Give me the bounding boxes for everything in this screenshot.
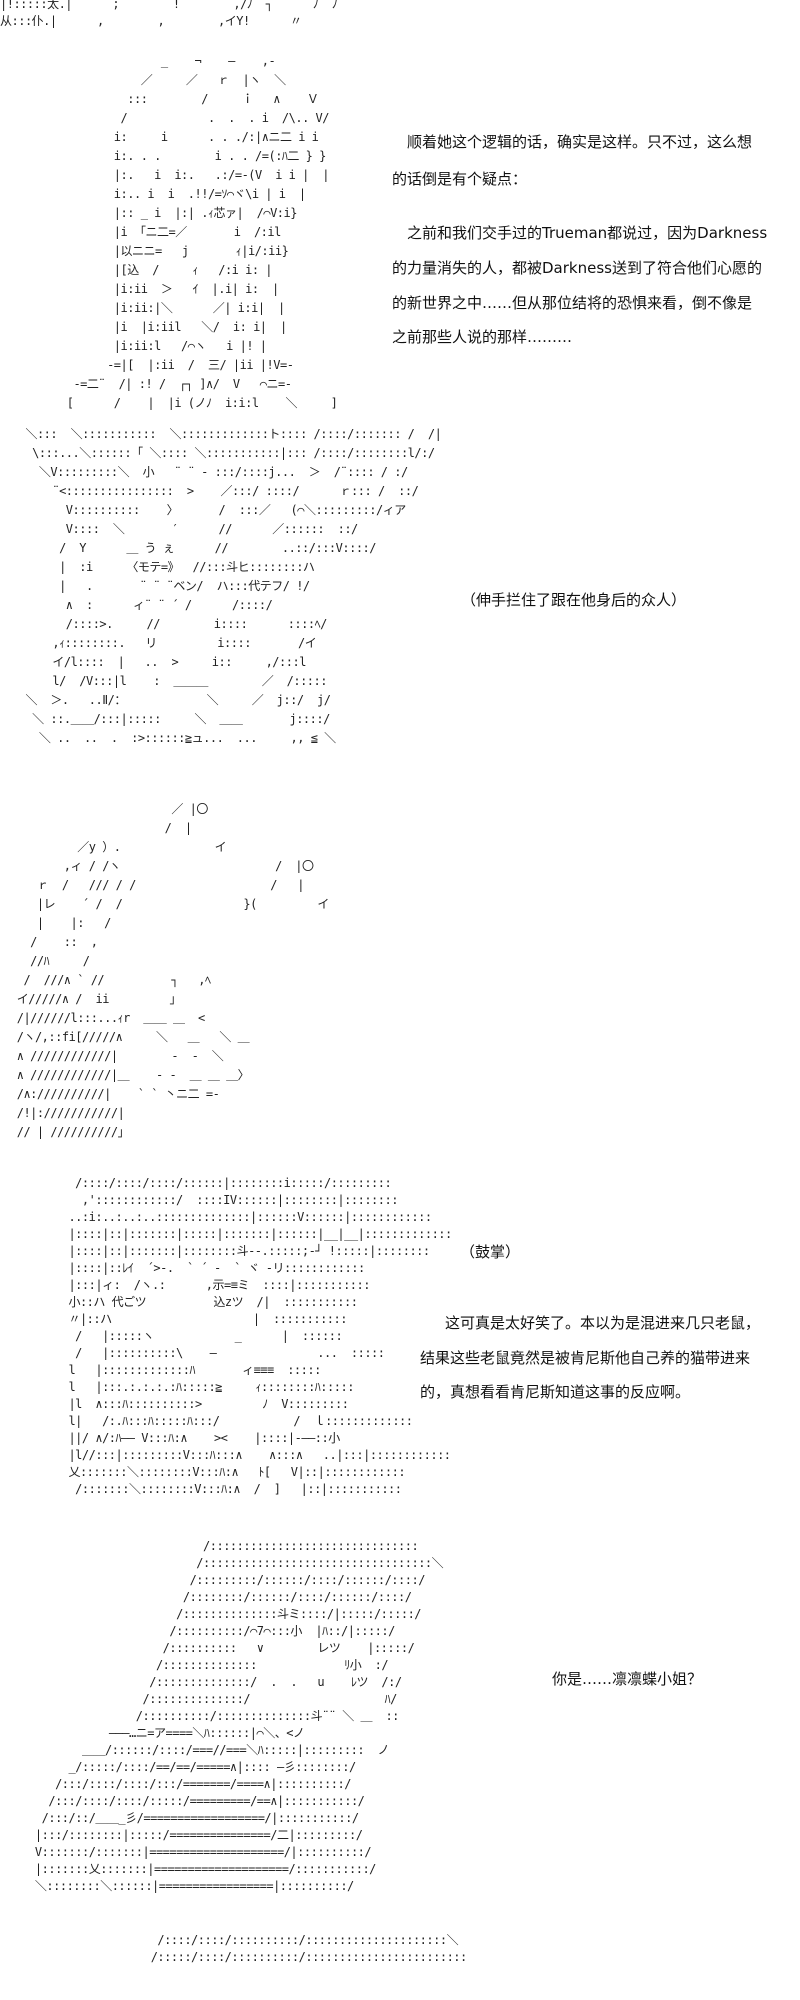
ascii-art-panel-1: _ ¬ ― ,- ／ ／ ｒ |ヽ ＼ ::: / ｉ ∧ Ｖ / . . . …	[66, 54, 338, 410]
stage-direction: （伸手拦住了跟在他身后的众人）	[461, 591, 687, 609]
dialogue-line: 结果这些老鼠竟然是被肯尼斯他自己养的猫带进来	[420, 1349, 751, 1367]
ascii-art-header: |!:::::太.| ; ! ,/ﾉ ┐ ﾉ ﾉ 从:::仆.| , , ,イY…	[0, 0, 338, 28]
ascii-art-panel-5: /::::::::::::::::::::::::::::::: /::::::…	[34, 1539, 444, 1893]
dialogue-line: 这可真是太好笑了。本以为是混进来几只老鼠，	[445, 1314, 761, 1332]
dialogue-line: 之前那些人说的那样………	[392, 328, 573, 346]
ascii-art-panel-3: ／ |〇 / | ／y ）. イ ,ィ / /ヽ / |〇 ｒ / /// / …	[16, 802, 330, 1139]
dialogue-question: 你是……凛凛蝶小姐？	[552, 1670, 703, 1688]
dialogue-line: 的新世界之中……但从那位结将的恐惧来看，倒不像是	[392, 294, 753, 312]
dialogue-line: 顺着她这个逻辑的话，确实是这样。只不过，这么想	[407, 133, 753, 151]
ascii-art-panel-4: /::::/::::/::::/::::::|::::::::i:::::/::…	[68, 1176, 452, 1496]
dialogue-line: 的，真想看看肯尼斯知道这事的反应啊。	[420, 1383, 691, 1401]
stage-direction: （鼓掌）	[460, 1243, 521, 1261]
ascii-art-panel-2: ＼::: ＼::::::::::: ＼:::::::::::::ト:::: /:…	[25, 427, 442, 745]
dialogue-line: 的话倒是有个疑点：	[392, 170, 528, 188]
dialogue-line: 之前和我们交手过的Trueman都说过，因为Darkness	[407, 224, 768, 242]
ascii-art-panel-6: /::::/::::/::::::::::/::::::::::::::::::…	[150, 1933, 468, 1964]
dialogue-line: 的力量消失的人，都被Darkness送到了符合他们心愿的	[392, 259, 762, 277]
